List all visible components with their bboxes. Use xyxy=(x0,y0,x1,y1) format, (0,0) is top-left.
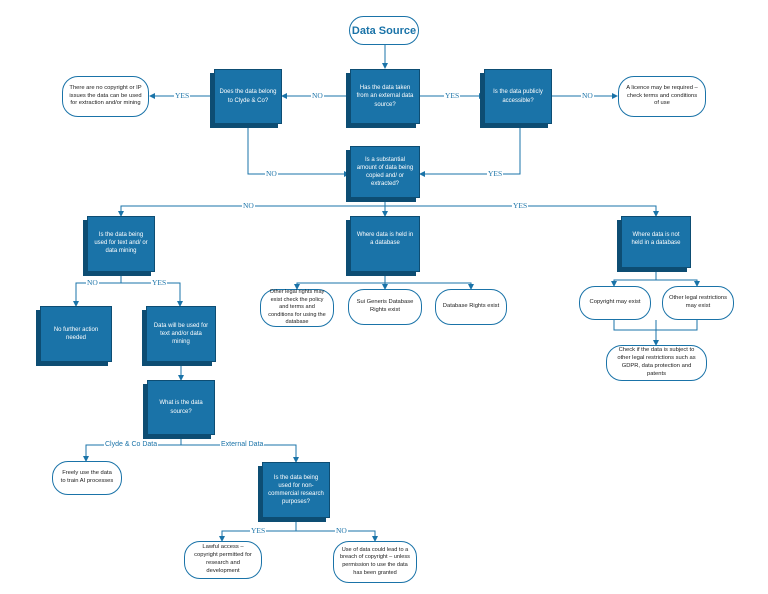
substantial-amount-node: Is a substantial amount of data being co… xyxy=(350,146,420,198)
text-data-mining-node: Is the data being used for text and/ or … xyxy=(87,216,155,272)
lawful-access-terminal: Lawful access – copyright permitted for … xyxy=(184,541,262,579)
freely-use-terminal: Freely use the data to train AI processe… xyxy=(52,461,122,495)
check-gdpr-terminal: Check if the data is subject to other le… xyxy=(606,345,707,381)
other-legal-restrictions-terminal: Other legal restrictions may exist xyxy=(662,286,734,320)
edge-label-external-data: External Data xyxy=(220,441,265,448)
edge-label-no: NO xyxy=(265,169,278,178)
edge-label-no: NO xyxy=(86,278,99,287)
no-further-action-node: No further action needed xyxy=(40,306,112,362)
edge-label-yes: YES xyxy=(487,169,504,178)
copyright-may-exist-terminal: Copyright may exist xyxy=(579,286,651,320)
edge-label-clyde-data: Clyde & Co Data xyxy=(104,441,159,448)
edge-label-yes: YES xyxy=(151,278,168,287)
database-rights-terminal: Database Rights exist xyxy=(435,289,507,325)
diagram-title: Data Source xyxy=(349,16,419,45)
breach-copyright-terminal: Use of data could lead to a breach of co… xyxy=(333,541,417,583)
edge-label-no: NO xyxy=(335,526,348,535)
taken-external-node: Has the data taken from an external data… xyxy=(350,69,420,124)
belong-clyde-node: Does the data belong to Clyde & Co? xyxy=(214,69,282,124)
held-in-database-node: Where data is held in a database xyxy=(350,216,420,272)
edge-label-yes: YES xyxy=(444,91,461,100)
edge-label-yes: YES xyxy=(512,201,529,210)
edge-label-yes: YES xyxy=(250,526,267,535)
publicly-accessible-node: Is the data publicly accessible? xyxy=(484,69,552,124)
edge-label-no: NO xyxy=(581,91,594,100)
other-legal-rights-terminal: Other legal rights may exist check the p… xyxy=(260,289,334,327)
licence-required-terminal: A licence may be required – check terms … xyxy=(618,76,706,117)
used-for-mining-node: Data will be used for text and/or data m… xyxy=(146,306,216,362)
sui-generis-terminal: Sui Generis Database Rights exist xyxy=(348,289,422,325)
no-copyright-terminal: There are no copyright or IP issues the … xyxy=(62,76,149,117)
edge-label-yes: YES xyxy=(174,91,191,100)
edge-label-no: NO xyxy=(242,201,255,210)
what-source-node: What is the data source? xyxy=(147,380,215,435)
non-commercial-node: Is the data being used for non-commercia… xyxy=(262,462,330,518)
not-held-in-database-node: Where data is not held in a database xyxy=(621,216,691,268)
edge-label-no: NO xyxy=(311,91,324,100)
